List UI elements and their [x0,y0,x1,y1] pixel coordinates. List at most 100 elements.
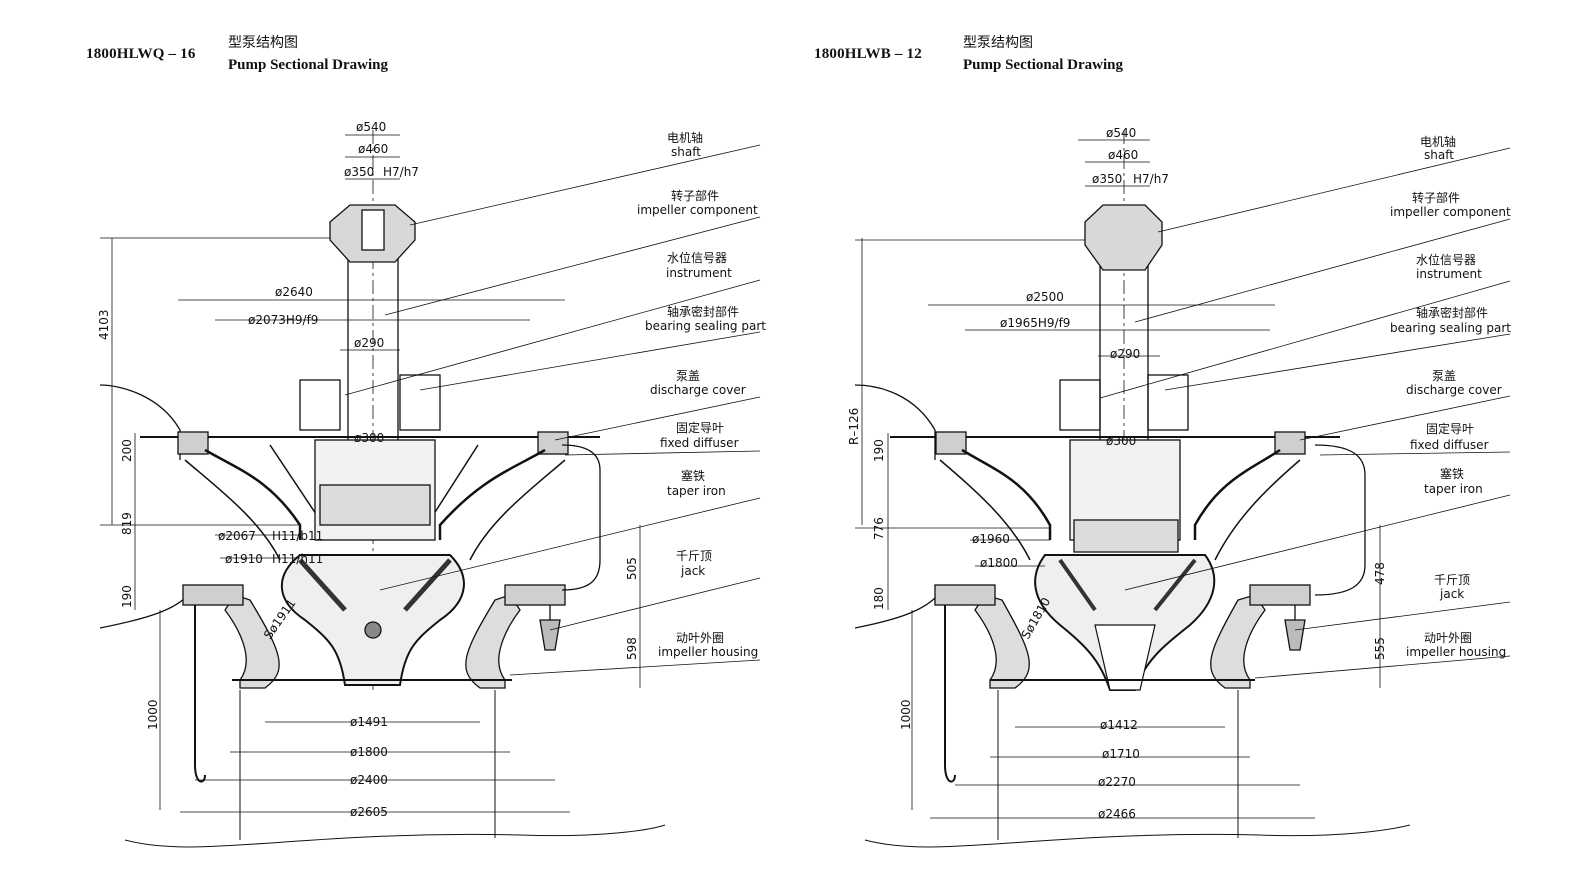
sectional-drawing-right: ø540 ø460 ø350 H7/h7 ø2500 ø1965H9/f9 ø2… [847,126,1511,848]
label-jack-cn: 千斤顶 [676,549,712,563]
dim-1800: ø1800 [350,745,388,759]
fit-a: H11/b11 [272,529,323,543]
label-shaft-cn: 电机轴 [667,130,703,145]
dim-819: 819 [120,512,134,535]
drawing-title-cn: 型泵结构图 [228,35,298,51]
label-taper-iron-cn: 塞铁 [1440,466,1464,481]
foundation-curve-left [854,384,936,460]
dim-2270: ø2270 [1098,775,1136,789]
dim-290: ø290 [1110,347,1140,361]
bearing-housing-left [299,379,341,431]
dim-190: 190 [120,585,134,608]
foundation-base-line [124,824,666,848]
dim-2605: ø2605 [350,805,388,819]
anchor-bolt [944,605,956,783]
cover-flange-left [177,431,209,455]
bearing-housing-left [1059,379,1101,431]
impeller-housing-right [1210,594,1266,689]
fit-h7: H7/h7 [383,165,419,179]
part-labels-left: 电机轴 shaft 转子部件 impeller component 水位信号器 … [637,130,766,659]
label-impeller-component-en: impeller component [637,203,758,217]
part-labels-right: 电机轴 shaft 转子部件 impeller component 水位信号器 … [1390,134,1511,659]
drawing-title-cn: 型泵结构图 [963,35,1033,51]
model-number: 1800HLWB – 12 [814,46,922,62]
label-impeller-component-en: impeller component [1390,205,1511,219]
drawing-panel-left: 1800HLWQ – 16 型泵结构图 Pump Sectional Drawi… [86,35,766,848]
fixed-diffuser [561,444,601,591]
foundation-curve-left [99,384,181,460]
label-taper-iron-en: taper iron [1424,482,1483,496]
dim-sphere: Sø1810 [1018,595,1053,641]
dim-1910: ø1800 [980,556,1018,570]
label-fixed-diffuser-en: fixed diffuser [660,436,739,450]
cover-flange-right [1274,431,1306,455]
dim-350: ø350 [1092,172,1122,186]
fit-b: H11/h11 [272,552,323,566]
cover-flange-right [537,431,569,455]
drawing-title-en: Pump Sectional Drawing [963,57,1124,73]
cover-flange-left [935,431,967,455]
label-impeller-component-cn: 转子部件 [671,188,719,203]
label-bearing-cn: 轴承密封部件 [1416,305,1488,320]
label-jack-en: jack [1439,587,1464,601]
dim-300: ø300 [1106,434,1136,448]
jack [1284,619,1306,651]
dim-200: 200 [120,439,134,462]
label-fixed-diffuser-cn: 固定导叶 [1426,421,1474,436]
label-shaft-en: shaft [1424,148,1454,162]
shaft-coupling [1084,204,1163,271]
impeller-housing-right [465,594,521,689]
dim-598: 598 [625,637,639,660]
dim-460: ø460 [358,142,388,156]
fixed-diffuser [1314,444,1366,596]
label-shaft-cn: 电机轴 [1420,134,1456,149]
dim-cover-dia: ø2500 [1026,290,1064,304]
label-impeller-housing-en: impeller housing [658,645,758,659]
drawing-title-en: Pump Sectional Drawing [228,57,389,73]
dim-540: ø540 [356,120,386,134]
dim-540: ø540 [1106,126,1136,140]
dim-fit-dia: ø2073H9/f9 [248,313,318,327]
dim-1000: 1000 [146,699,160,730]
anchor-bolt [194,605,206,783]
bearing-housing-right [1147,374,1189,431]
dim-2400: ø2400 [350,773,388,787]
label-instrument-cn: 水位信号器 [1416,252,1476,267]
label-fixed-diffuser-en: fixed diffuser [1410,438,1489,452]
label-jack-en: jack [680,564,705,578]
label-shaft-en: shaft [671,145,701,159]
label-instrument-en: instrument [666,266,732,280]
discharge-cover [204,448,546,540]
dim-1412: ø1412 [1100,718,1138,732]
label-impeller-component-cn: 转子部件 [1412,190,1460,205]
dim-350: ø350 [344,165,374,179]
dim-r126: R–126 [847,408,861,445]
sectional-drawing-left: ø540 ø460 ø350 H7/h7 ø2640 ø2073H9/f9 ø2… [97,120,766,848]
label-bearing-en: bearing sealing part [1390,321,1511,335]
dim-2466: ø2466 [1098,807,1136,821]
label-impeller-housing-cn: 动叶外圈 [1424,631,1472,645]
impeller-housing-left [224,594,280,689]
foundation-curve-left-low [99,597,186,629]
dim-180: 180 [872,587,886,610]
dim-300: ø300 [354,431,384,445]
dim-478: 478 [1373,562,1387,585]
foundation-curve-left-low [854,597,936,629]
dim-555: 555 [1373,637,1387,660]
bearing-housing-right [399,374,441,431]
dim-1710: ø1710 [1102,747,1140,761]
dim-776: 776 [872,517,886,540]
label-discharge-cover-cn: 泵盖 [1432,369,1456,383]
label-impeller-housing-cn: 动叶外圈 [676,631,724,645]
label-discharge-cover-en: discharge cover [1406,383,1502,397]
dim-1491: ø1491 [350,715,388,729]
dim-505: 505 [625,557,639,580]
label-taper-iron-en: taper iron [667,484,726,498]
label-jack-cn: 千斤顶 [1434,573,1470,587]
dim-460: ø460 [1108,148,1138,162]
label-discharge-cover-en: discharge cover [650,383,746,397]
label-taper-iron-cn: 塞铁 [681,468,705,483]
discharge-cover [961,448,1281,540]
dim-2067: ø1960 [972,532,1010,546]
dim-290: ø290 [354,336,384,350]
